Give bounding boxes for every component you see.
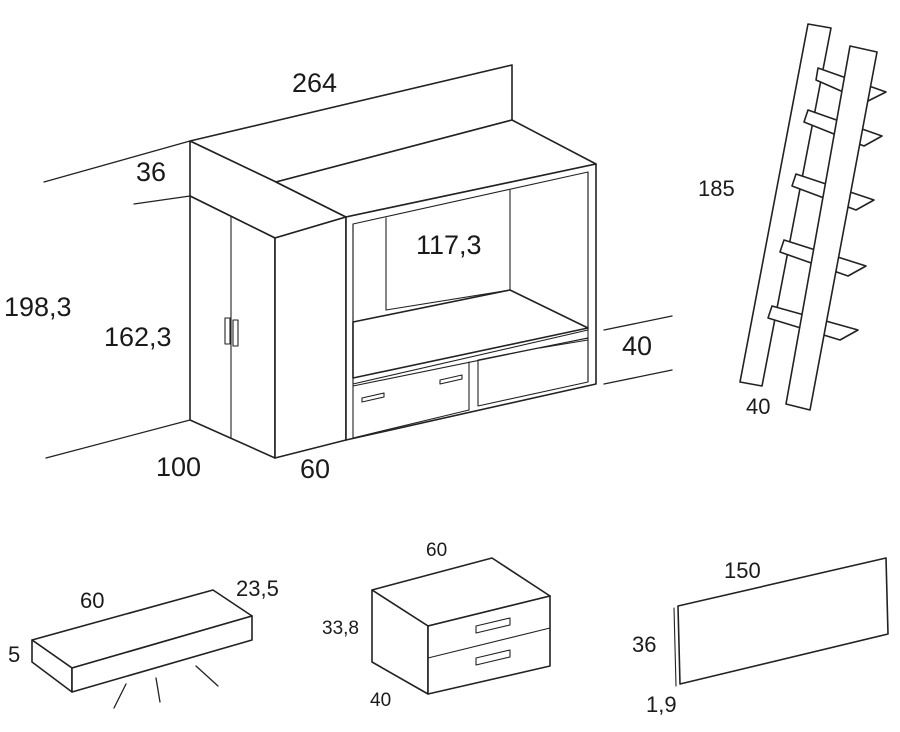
dim-line-top-2	[133, 195, 191, 205]
label-width: 264	[292, 68, 337, 98]
headboard-panel	[677, 557, 889, 685]
label-headboard-height: 36	[632, 632, 656, 657]
nightstand-handle-2	[475, 649, 511, 666]
label-bed-depth: 60	[300, 454, 330, 484]
label-shelf-thickness: 5	[8, 642, 20, 667]
door-handle-right	[232, 319, 239, 347]
light-ray-1	[113, 683, 127, 709]
lower-deck	[352, 289, 589, 379]
label-wardrobe-depth: 100	[156, 452, 201, 482]
main-unit	[189, 64, 597, 459]
headboard-edge	[673, 607, 677, 687]
nightstand-handle-1	[475, 617, 511, 634]
nightstand	[371, 557, 551, 695]
drawer-handle-1	[361, 392, 385, 403]
shelf-front	[71, 615, 253, 693]
shelf	[31, 589, 253, 709]
label-headboard-thickness: 1,9	[646, 692, 677, 717]
wardrobe-side	[274, 216, 347, 459]
label-total-height: 198,3	[4, 292, 72, 322]
label-headboard-width: 150	[724, 558, 761, 583]
light-ray-2	[155, 677, 161, 703]
dim-line-drawer-bottom	[603, 369, 673, 385]
label-shelf-depth: 23,5	[236, 576, 279, 601]
dim-line-bottom	[45, 419, 191, 459]
open-storage	[477, 337, 589, 407]
storage-shelf	[539, 339, 589, 349]
label-bed-clearance: 117,3	[416, 230, 482, 260]
label-shelf-width: 60	[80, 588, 104, 613]
label-nightstand-depth: 40	[370, 690, 391, 711]
dim-line-top-1	[43, 140, 191, 183]
drawer-handle-2	[439, 374, 463, 385]
ladder	[739, 23, 887, 411]
inner-back-bottom	[385, 289, 511, 311]
main-dimension-lines	[43, 140, 673, 459]
ladder-rail-front	[785, 45, 878, 411]
nightstand-drawer-split	[427, 627, 551, 659]
label-nightstand-height: 33,8	[322, 618, 359, 639]
door-handle-left	[224, 317, 231, 345]
drawer-bottom-line	[352, 409, 470, 439]
label-nightstand-width: 60	[426, 540, 447, 561]
nightstand-front	[427, 595, 551, 695]
dim-line-drawer-top	[603, 315, 673, 331]
label-ladder-height: 185	[698, 176, 735, 201]
label-ladder-width: 40	[746, 394, 770, 419]
label-wardrobe-height: 162,3	[104, 322, 172, 352]
headboard	[673, 557, 889, 687]
light-ray-3	[195, 665, 219, 687]
label-drawer-height: 40	[622, 331, 652, 361]
label-top-depth: 36	[136, 157, 166, 187]
